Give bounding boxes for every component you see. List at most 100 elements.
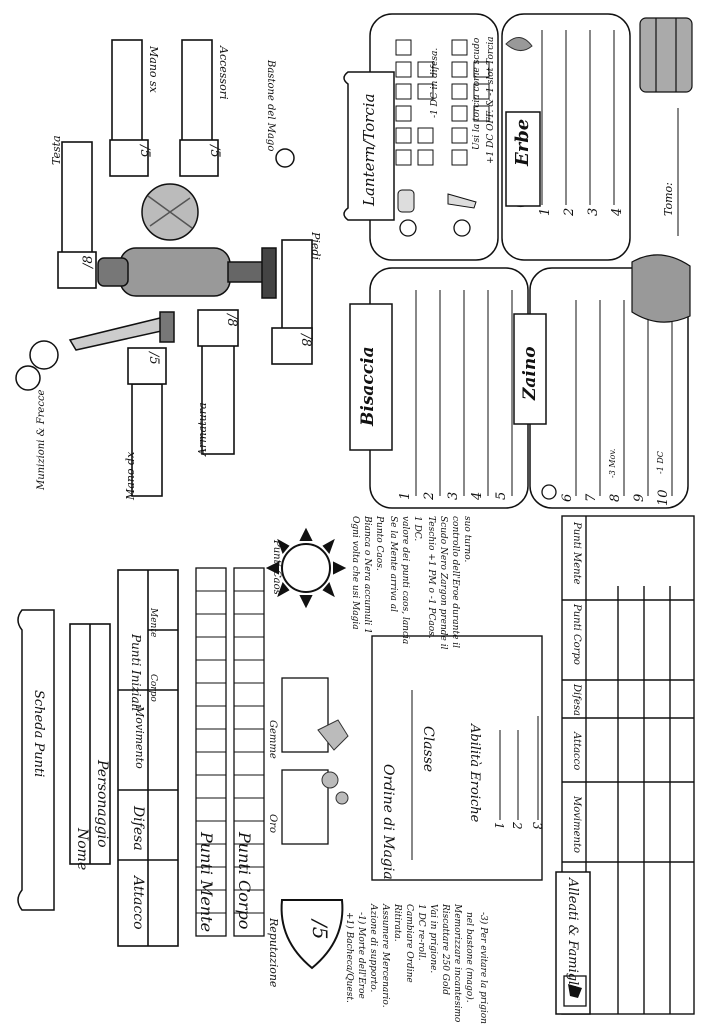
allies-column-header: Punti Mente <box>571 522 582 585</box>
backpack-row-number: 6 <box>560 493 575 502</box>
lantern-circles[interactable] <box>399 219 471 237</box>
backpack-illustration <box>631 254 691 323</box>
staff-label: Bastone del Mago <box>265 59 276 151</box>
inventory-title-scrolls <box>343 71 547 451</box>
stat-defense-label: Difesa <box>130 806 146 851</box>
allies-column-header: Attacco <box>571 732 582 771</box>
reputation-shield <box>280 899 344 970</box>
chaos-rule-line: Bianca o Nera accumuli 1 <box>362 516 372 634</box>
feet-value: /8 <box>298 332 313 347</box>
chaos-rule-line: Ogni volta che usi Magia <box>350 516 360 630</box>
reputation-rule-line: Cambiare Ordine <box>404 904 414 983</box>
tome-label: Tomo: <box>662 182 675 216</box>
pouch-row-number: 5 <box>494 491 509 500</box>
chaos-symbol <box>265 527 347 609</box>
stat-attack-label: Attacco <box>130 876 146 930</box>
right-hand-value: /5 <box>146 350 161 365</box>
backpack-row-number: 10 <box>656 489 671 506</box>
reputation-rule-line: Assumere Mercenario. <box>380 904 390 1008</box>
chaos-points-label: Punti Caos <box>271 540 282 595</box>
stat-initial-points-label: Punti Iniziali <box>129 634 143 712</box>
name-label: Nome <box>74 828 90 871</box>
stat-body-label: Corpo <box>148 674 158 702</box>
backpack-circle[interactable] <box>541 484 557 500</box>
heroic-ability-number: 2 <box>510 822 524 830</box>
treasure-illustrations <box>317 719 349 805</box>
pouch-lines <box>415 290 513 496</box>
allies-column-header: Punti Corpo <box>571 604 582 665</box>
reputation-rule-line: +1) Bacheca/Quest. <box>344 912 354 1003</box>
right-hand-label: Mano dx <box>124 451 137 501</box>
chaos-rule-line: suo turno. <box>462 516 472 563</box>
allies-column-header: Movimento <box>571 796 582 853</box>
gems-label: Gemme <box>267 720 278 759</box>
treasure-boxes[interactable] <box>281 677 329 845</box>
pouch-title: Bisaccia <box>358 346 378 426</box>
armor-value: /8 <box>224 312 239 327</box>
herb-row-number: 1 <box>538 207 553 216</box>
lantern-note: -1 DC in difesa. <box>430 47 440 118</box>
chaos-rule-line: controllo dell'Eroe durante il <box>450 516 460 649</box>
ammo-circles[interactable] <box>15 148 295 391</box>
backpack-title: Zaino <box>520 346 540 400</box>
lantern-note: +1 DC OFF. & -1 slot Torcia <box>486 36 496 164</box>
backpack-row-number: 8 <box>608 493 623 502</box>
reputation-max: /5 <box>308 920 332 940</box>
allies-emblem-icon <box>563 975 587 1007</box>
allies-title: Alleati & Famigli <box>565 878 580 990</box>
reputation-rule-line: Azione di supporto. <box>368 904 378 993</box>
accessories-value: /5 <box>207 143 222 158</box>
reputation-rule-line: Ritirata. <box>392 904 402 942</box>
body-points-label: Punti Corpo <box>235 832 254 930</box>
armor-label: Armatura <box>196 402 209 457</box>
reputation-rule-line: Memorizzare incantesimo <box>452 904 462 1023</box>
pouch-row-number: 4 <box>470 491 485 500</box>
heroic-abilities-label: Abilità Eroiche <box>467 724 482 823</box>
ammo-label: Munizioni & Frecce <box>36 389 47 491</box>
class-label: Classe <box>420 726 436 773</box>
hero-figure-illustration <box>68 183 277 351</box>
chaos-rule-line: 1 DC. <box>412 516 422 542</box>
backpack-row-number: 9 <box>632 493 647 502</box>
chaos-rule-line: Punto Caos. <box>374 516 384 571</box>
allies-table <box>561 515 695 1015</box>
backpack-move-note: -3 Mov. <box>608 448 617 478</box>
reputation-label: Reputazione <box>267 918 280 988</box>
chaos-rule-line: Scudo Nero Zargon prende il <box>438 516 448 650</box>
accessories-label: Accessori <box>217 45 230 99</box>
pouch-row-number: 3 <box>446 491 461 500</box>
lantern-torch-illustration <box>397 189 477 213</box>
mind-points-label: Punti Mente <box>197 832 216 933</box>
reputation-rule-line: Riscattare 250 Gold <box>440 904 450 996</box>
stat-mind-label: Mente <box>148 608 158 638</box>
equipment-slots <box>57 39 313 497</box>
herb-row-number: 4 <box>610 207 625 216</box>
character-label: Personaggio <box>94 760 110 848</box>
stats-table <box>117 569 179 947</box>
herb-row-number: 3 <box>586 207 601 216</box>
left-hand-label: Mano sx <box>147 45 160 94</box>
lantern-charges-grid[interactable] <box>395 39 490 166</box>
magic-order-label: Ordine di Magia <box>380 764 396 880</box>
reputation-rule-line: 1 DC re-roll. <box>416 904 426 961</box>
heroic-ability-number: 1 <box>492 822 506 830</box>
allies-column-header: Difesa <box>571 684 582 716</box>
gold-label: Oro <box>267 814 278 833</box>
chaos-rule-line: Teschio +1 PM o -1 PCaos. <box>426 516 436 639</box>
point-track-cells <box>196 590 264 914</box>
chest-illustration <box>639 17 693 93</box>
backpack-row-number: 7 <box>584 493 599 502</box>
sheet-title: Scheda Punti <box>31 690 46 778</box>
reputation-rule-line: nel bastone (mago). <box>464 912 474 1003</box>
stat-movement-label: Movimento <box>133 706 146 769</box>
pouch-row-number: 2 <box>422 491 437 500</box>
lantern-title: Lantern/Torcia <box>360 93 378 206</box>
backpack-dc-note: -1 DC <box>656 451 665 474</box>
chaos-rule-line: Se la Mente arriva al <box>388 516 398 613</box>
herb-lines <box>541 30 679 236</box>
title-scroll <box>17 609 55 911</box>
magic-order-box[interactable] <box>371 635 543 881</box>
head-label: Testa <box>50 135 63 165</box>
herbs-title: Erbe <box>512 118 533 166</box>
